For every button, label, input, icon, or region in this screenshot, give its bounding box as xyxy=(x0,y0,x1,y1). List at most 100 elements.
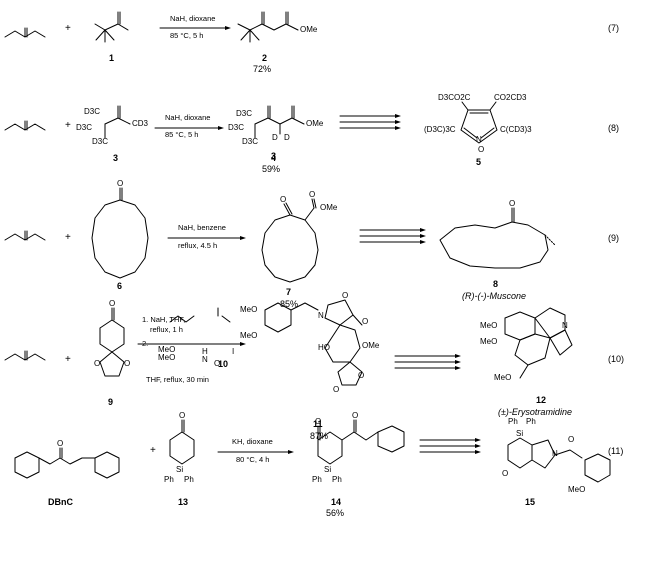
compound-number: 7 xyxy=(286,287,292,297)
pinacolone xyxy=(94,11,129,43)
bicyclic-15 xyxy=(507,437,611,483)
compound-number: 3 xyxy=(271,151,277,161)
compound-number: 5 xyxy=(476,157,482,167)
equation-number: (8) xyxy=(608,123,619,133)
amide-n-label: N xyxy=(202,355,208,364)
ketoester-7 xyxy=(261,198,319,283)
plus-sign: + xyxy=(65,120,71,131)
oxygen-label: O xyxy=(179,411,186,420)
multistep-arrows-10 xyxy=(394,354,461,370)
compound-number: 6 xyxy=(117,281,123,291)
compound-number: 1 xyxy=(109,53,115,63)
methoxy-label: OMe xyxy=(306,119,324,128)
dimethyl-carbonate-2 xyxy=(4,120,46,131)
cd3-label: D3C xyxy=(242,137,259,146)
compound-number: 8 xyxy=(493,279,499,289)
ester-label: D3CO2C xyxy=(438,93,471,102)
deuterium-label: D xyxy=(272,133,278,142)
deuterium-label: D xyxy=(284,133,290,142)
phenyl-label: Ph xyxy=(184,475,194,484)
cd3-label: D3C xyxy=(228,123,245,132)
cd3-label: D3C xyxy=(236,109,253,118)
lactam-11 xyxy=(264,299,363,386)
condition-line-1: NaH, benzene xyxy=(178,223,226,232)
dimethyl-carbonate-1 xyxy=(4,27,46,38)
condition-line-2: 85 °C, 5 h xyxy=(170,31,204,40)
yield: 56% xyxy=(326,508,345,518)
plus-sign: + xyxy=(150,445,156,456)
yield: 59% xyxy=(262,164,281,174)
amide-nh-label: H xyxy=(202,347,208,356)
methoxy-label: MeO xyxy=(240,331,258,340)
amide-o-label: O xyxy=(214,359,221,368)
muscone-8 xyxy=(439,207,556,269)
tbu-label: C(CD3)3 xyxy=(500,125,532,134)
oxygen-label: O xyxy=(342,291,349,300)
multistep-arrows-11 xyxy=(419,438,481,454)
compound-number: 2 xyxy=(262,53,268,63)
compound-number: 3 xyxy=(113,153,119,163)
equation-number: (9) xyxy=(608,233,619,243)
methoxy-label: MeO xyxy=(480,321,498,330)
methoxy-label: MeO xyxy=(240,305,258,314)
plus-sign: + xyxy=(65,232,71,243)
nitrogen-label: N xyxy=(476,135,482,144)
cyclododecanone-6 xyxy=(91,187,149,279)
oxygen-label: O xyxy=(109,299,116,308)
iodine-label: I xyxy=(232,347,235,356)
hydroxy-label: HO xyxy=(318,343,330,352)
cd3-label: D3C xyxy=(92,137,109,146)
condition-line-2: 85 °C, 5 h xyxy=(165,130,199,139)
compound-number: 15 xyxy=(525,497,536,507)
phenyl-label: Ph xyxy=(312,475,322,484)
methoxy-label: MeO xyxy=(158,345,176,354)
nitrogen-label: N xyxy=(562,321,568,330)
condition-line-1: 1. NaH, THF, xyxy=(142,315,186,324)
methoxy-label: MeO xyxy=(494,373,512,382)
dibenzyl-carbonate xyxy=(14,447,120,479)
oxygen-label: O xyxy=(509,199,516,208)
silicon-label: Si xyxy=(176,465,184,474)
condition-line-1: NaH, dioxane xyxy=(170,14,216,23)
nitrogen-label: N xyxy=(552,449,558,458)
phenyl-label: Ph xyxy=(332,475,342,484)
pinacolone-d12 xyxy=(104,105,131,139)
silicon-label: Si xyxy=(324,465,332,474)
silacyclohexanone-ester-14 xyxy=(317,419,405,465)
compound-number: 13 xyxy=(178,497,189,507)
oxygen-label: O xyxy=(362,317,369,326)
methoxy-label: OMe xyxy=(362,341,380,350)
dimethyl-carbonate-3 xyxy=(4,230,46,241)
oxygen-label: O xyxy=(502,469,509,478)
condition-line-2: reflux, 4.5 h xyxy=(178,241,218,250)
phenyl-label: Ph xyxy=(164,475,174,484)
oxygen-label: O xyxy=(358,371,365,380)
compound-number: 12 xyxy=(536,395,547,405)
condition-line-2: 80 °C, 4 h xyxy=(236,455,270,464)
oxygen-label: O xyxy=(333,385,340,394)
methoxy-label: MeO xyxy=(158,353,176,362)
plus-sign: + xyxy=(65,23,71,34)
erysotramidine-12 xyxy=(504,307,573,379)
compound-number: 4 xyxy=(271,153,277,163)
reagent-10 xyxy=(169,307,231,323)
methoxy-label: MeO xyxy=(568,485,586,494)
tbu-label: (D3C)3C xyxy=(424,125,456,134)
plus-sign: + xyxy=(65,354,71,365)
condition-line-2: reflux, 1 h xyxy=(150,325,183,334)
cd3-label: CD3 xyxy=(132,119,149,128)
ester-label: CO2CD3 xyxy=(494,93,527,102)
oxygen-label: O xyxy=(352,411,359,420)
oxygen-label: O xyxy=(280,195,287,204)
condition-line-1: NaH, dioxane xyxy=(165,113,211,122)
oxygen-label: O xyxy=(94,359,101,368)
pyrrole-5 xyxy=(460,101,498,144)
oxygen-label: O xyxy=(568,435,575,444)
compound-name: (R)-(-)-Muscone xyxy=(462,291,526,301)
methoxy-label: OMe xyxy=(320,203,338,212)
oxygen-label: O xyxy=(478,145,485,154)
oxygen-label: O xyxy=(315,417,322,426)
condition-line-4: THF, reflux, 30 min xyxy=(146,375,209,384)
equation-number: (10) xyxy=(608,354,625,364)
